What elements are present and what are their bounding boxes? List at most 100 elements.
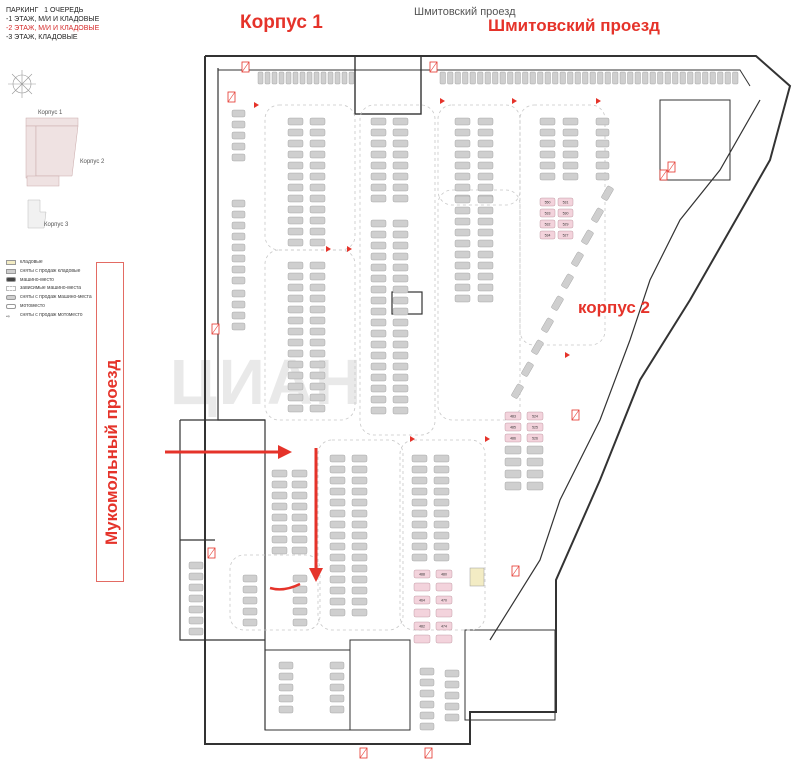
parking-space [329,694,345,703]
parking-space [329,564,346,573]
parking-space [329,575,346,584]
parking-space [694,71,701,85]
parking-space [291,535,308,544]
direction-arrow-icon [512,98,517,104]
parking-space [278,683,294,692]
parking-space [278,661,294,670]
parking-space [392,373,409,382]
parking-space [329,465,346,474]
parking-space [231,289,246,298]
parking-space [597,71,604,85]
parking-space [327,71,334,85]
parking-space [370,252,387,261]
parking-space [231,276,246,285]
highlighted-space [526,411,544,421]
parking-space [309,128,326,137]
parking-space [595,150,610,159]
unavailable-storage-swatch-icon [6,268,16,274]
parking-space [329,683,345,692]
parking-space [309,172,326,181]
parking-space [672,71,679,85]
direction-arrow-icon [485,436,490,442]
parking-space [507,71,514,85]
parking-space [370,362,387,371]
parking-space [392,139,409,148]
parking-space [257,71,264,85]
parking-space [444,702,460,711]
parking-space [329,498,346,507]
stair-marker-line [211,323,220,335]
parking-space [370,318,387,327]
parking-space [477,261,494,270]
parking-space [291,524,308,533]
parking-space [454,71,461,85]
driving-lane [399,439,486,631]
parking-space [231,142,246,151]
space-number: 531 [563,201,569,205]
parking-space [454,183,471,192]
highlighted-space [413,621,431,631]
parking-space [526,481,544,491]
parking-space [348,71,355,85]
parking-space [264,71,271,85]
parking-space [419,711,435,720]
legend-label: кладовые [20,259,43,265]
parking-space [444,691,460,700]
parking-space [329,520,346,529]
parking-space [454,250,471,259]
space-number: 527 [563,234,569,238]
parking-space [309,227,326,236]
parking-space [551,295,564,311]
parking-space [392,252,409,261]
parking-space [351,575,368,584]
direction-arrow-icon [326,246,331,252]
parking-space [444,713,460,722]
highlighted-space [413,582,431,592]
parking-space [271,524,288,533]
korpus1-label: Корпус 1 [240,12,323,33]
parking-space [299,71,306,85]
highlighted-space [526,433,544,443]
parking-space [433,553,450,562]
parking-space [499,71,506,85]
parking-space [231,131,246,140]
korpus2-label: корпус 2 [578,298,650,317]
key-plan-korpus1-label: Корпус 1 [38,110,63,116]
parking-space [278,705,294,714]
stair-marker-line [429,61,438,73]
core-block [464,629,556,721]
legend-unavailable-storage: сняты с продаж кладовые [6,267,92,276]
parking-space [351,542,368,551]
parking-space [271,513,288,522]
driving-lane [317,439,404,631]
parking-space [309,371,326,380]
parking-space [392,318,409,327]
space-number: 485 [510,426,516,430]
legend-storage: кладовые [6,258,92,267]
parking-space [351,509,368,518]
parking-space [188,572,204,581]
parking-space [433,531,450,540]
space-number: 464 [419,599,425,603]
parking-space [287,194,304,203]
parking-space [231,232,246,241]
parking-space [292,596,308,605]
parking-space [370,351,387,360]
parking-space [492,71,499,85]
parking-space [242,607,258,616]
space-number: 482 [419,625,425,629]
parking-space [477,128,494,137]
parking-space [287,349,304,358]
highlighted-space [557,219,574,229]
highlighted-space [435,582,453,592]
parking-space [309,305,326,314]
storage-unit [469,567,485,587]
core-block [354,55,422,115]
direction-arrow-icon [596,98,601,104]
parking-space [582,71,589,85]
parking-space [370,373,387,382]
parking-space [732,71,739,85]
legend-label: машино-место [20,276,54,283]
parking-space [370,263,387,272]
parking-space [287,261,304,270]
